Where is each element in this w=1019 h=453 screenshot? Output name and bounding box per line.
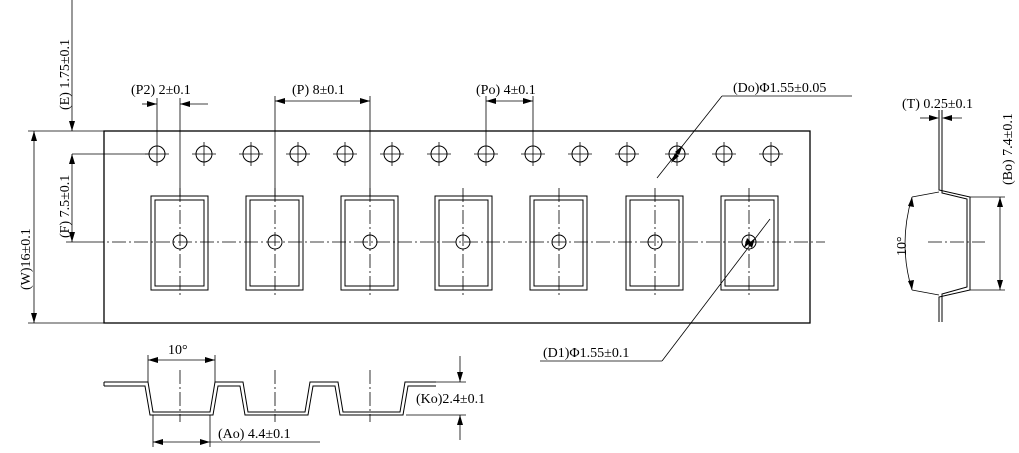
dimension-w: (W)16±0.1 — [19, 130, 104, 324]
dimension-po: (Po) 4±0.1 — [476, 83, 536, 142]
dimension-do-label: (Do)Φ1.55±0.05 — [733, 81, 826, 96]
sprocket-hole — [473, 141, 499, 167]
sprocket-hole — [614, 141, 640, 167]
dimension-bo-label: (Bo) 7.4±0.1 — [1001, 113, 1016, 185]
sprocket-hole — [567, 141, 593, 167]
dimension-do: (Do)Φ1.55±0.05 — [656, 81, 852, 179]
pocket — [150, 195, 209, 291]
pocket — [434, 195, 493, 291]
bottom-profile-view: 10° (Ko)2.4±0.1 (Ao) 4.4±0.1 — [103, 343, 485, 447]
sprocket-holes — [144, 141, 784, 167]
angle-profile-label: 10° — [168, 343, 188, 358]
pocket — [245, 195, 304, 291]
dimension-po-label: (Po) 4±0.1 — [476, 83, 536, 98]
side-section-view: (Bo) 7.4±0.1 (T) 0.25±0.1 10° — [895, 97, 1016, 322]
dimension-f-label: (F) 7.5±0.1 — [58, 175, 73, 238]
sprocket-hole — [285, 141, 311, 167]
dimension-f: (F) 7.5±0.1 — [58, 153, 149, 243]
sprocket-hole — [711, 141, 737, 167]
tape-outline — [103, 130, 811, 324]
dimension-d1: (D1)Φ1.55±0.1 — [540, 218, 771, 362]
dimension-d1-label: (D1)Φ1.55±0.1 — [543, 346, 629, 361]
sprocket-hole — [332, 141, 358, 167]
sprocket-hole — [191, 141, 217, 167]
sprocket-hole — [520, 141, 546, 167]
sprocket-hole — [758, 141, 784, 167]
dimension-t-label: (T) 0.25±0.1 — [902, 97, 973, 112]
pocket — [625, 195, 684, 291]
dimension-e-label: (E) 1.75±0.1 — [58, 39, 73, 110]
pocket — [340, 195, 399, 291]
dimension-p2-label: (P2) 2±0.1 — [131, 83, 191, 98]
dimension-ko-label: (Ko)2.4±0.1 — [416, 392, 485, 407]
pockets — [150, 195, 779, 291]
angle-side-label: 10° — [895, 236, 910, 256]
top-view: (E) 1.75±0.1 (F) 7.5±0.1 (W)16±0.1 — [19, 0, 852, 362]
dimension-p: (P) 8±0.1 — [274, 83, 371, 196]
dimension-p2: (P2) 2±0.1 — [131, 83, 208, 196]
sprocket-hole — [426, 141, 452, 167]
dimension-ao-label: (Ao) 4.4±0.1 — [218, 427, 291, 442]
sprocket-hole — [664, 141, 690, 167]
dimension-e: (E) 1.75±0.1 — [58, 0, 104, 132]
sprocket-hole — [238, 141, 264, 167]
sprocket-hole — [379, 141, 405, 167]
dimension-p-label: (P) 8±0.1 — [292, 83, 345, 98]
dimension-w-label: (W)16±0.1 — [19, 228, 34, 290]
pocket — [529, 195, 588, 291]
